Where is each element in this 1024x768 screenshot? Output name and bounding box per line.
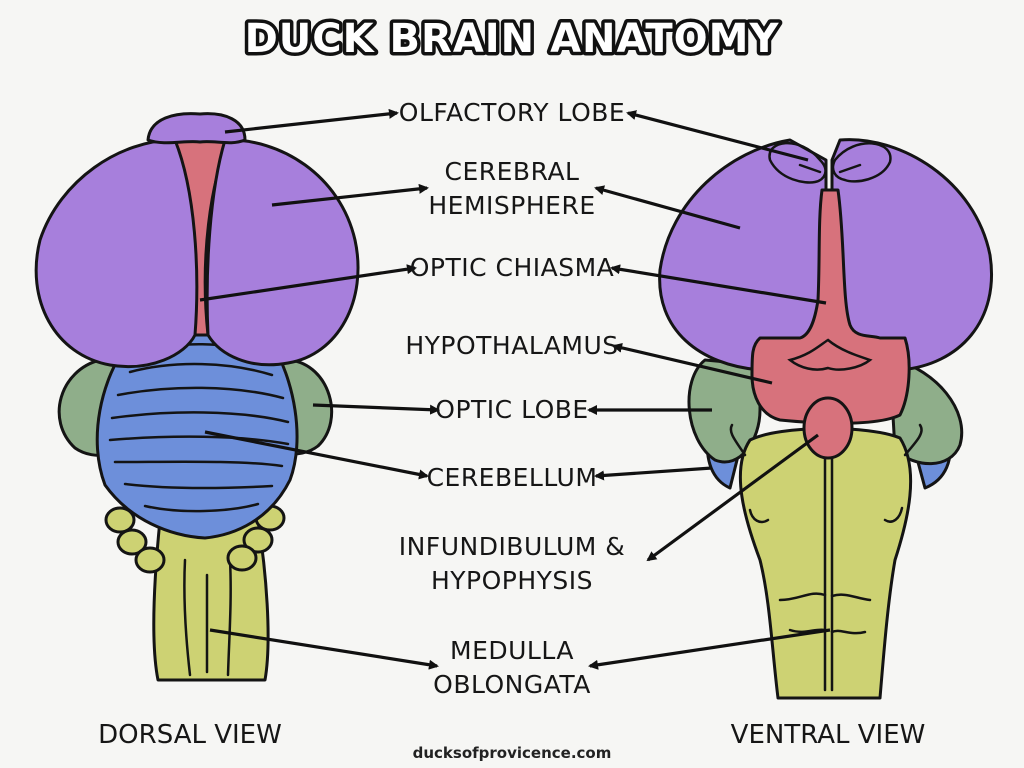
ventral-view-label: VENTRAL VIEW bbox=[731, 720, 926, 750]
dorsal-hemisphere-left bbox=[34, 138, 199, 369]
label-oblongata: OBLONGATA bbox=[433, 670, 591, 699]
ventral-hemisphere-left bbox=[658, 138, 828, 372]
label-olfactory-lobe: OLFACTORY LOBE bbox=[399, 98, 625, 127]
label-cerebellum: CEREBELLUM bbox=[427, 463, 598, 492]
dorsal-brain bbox=[34, 112, 360, 682]
ventral-optic-lobe-left bbox=[687, 358, 762, 464]
ventral-brain bbox=[658, 138, 993, 700]
label-hemisphere: HEMISPHERE bbox=[428, 191, 595, 220]
label-medulla: MEDULLA bbox=[450, 636, 574, 665]
page-title: DUCK BRAIN ANATOMY bbox=[245, 16, 780, 62]
dorsal-olfactory-lobe bbox=[146, 112, 247, 145]
website-credit: ducksofprovicence.com bbox=[413, 744, 612, 762]
label-infundibulum: INFUNDIBULUM & bbox=[399, 532, 626, 561]
label-optic-chiasma: OPTIC CHIASMA bbox=[410, 253, 615, 282]
label-optic-lobe: OPTIC LOBE bbox=[435, 395, 588, 424]
label-cerebral: CEREBRAL bbox=[445, 157, 580, 186]
ventral-olfactory-lobe bbox=[768, 141, 827, 184]
label-hypothalamus: HYPOTHALAMUS bbox=[405, 331, 618, 360]
label-hypophysis: HYPOPHYSIS bbox=[431, 566, 593, 595]
ventral-infundibulum bbox=[802, 396, 854, 460]
dorsal-view-label: DORSAL VIEW bbox=[98, 720, 282, 750]
dorsal-hemisphere-right bbox=[205, 138, 360, 367]
pointer-arrows bbox=[199, 108, 831, 670]
